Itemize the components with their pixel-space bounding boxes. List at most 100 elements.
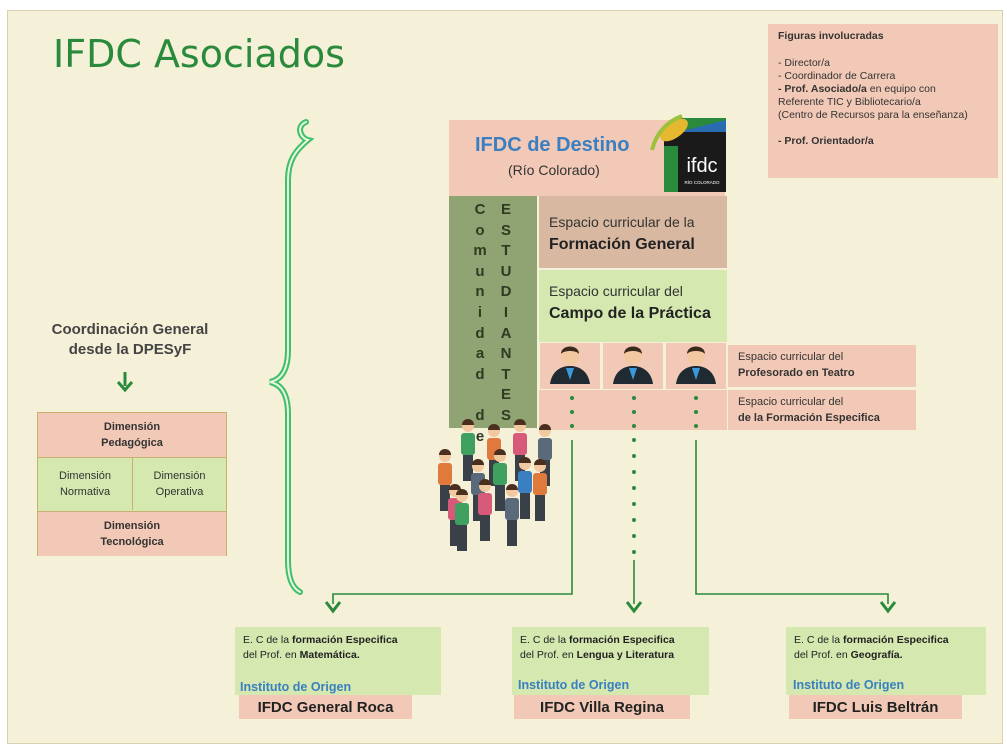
figura-item-tail: en equipo con bbox=[866, 83, 936, 95]
prof-bold: Lengua y Literatura bbox=[576, 649, 675, 661]
logo-small-text: RÍO COLORADO bbox=[684, 179, 720, 185]
dimension-tecnologica-label: Dimensión Tecnológica bbox=[100, 520, 164, 548]
campo-practica-box bbox=[539, 270, 727, 342]
vertical-letter: d bbox=[475, 406, 485, 424]
destino-title: IFDC de Destino bbox=[475, 134, 630, 156]
dimension-pedagogica: Dimensión Pedagógica bbox=[38, 413, 226, 458]
instituto-name: IFDC Villa Regina bbox=[514, 695, 690, 719]
vertical-letter: m bbox=[473, 242, 487, 260]
formacion-general-box bbox=[539, 196, 727, 268]
vertical-letter: S bbox=[500, 221, 511, 239]
dimension-operativa: Dimensión Operativa bbox=[133, 458, 226, 510]
dotted-connectors bbox=[570, 396, 698, 554]
dimension-normativa: Dimensión Normativa bbox=[38, 458, 133, 510]
logo-text: ifdc bbox=[686, 155, 717, 177]
figura-item: (Centro de Recursos para la enseñanza) bbox=[778, 109, 968, 121]
prof-bold: Geografía. bbox=[850, 649, 903, 661]
professor-icon bbox=[550, 346, 590, 384]
ifdc-logo: ifdc RÍO COLORADO bbox=[650, 114, 726, 192]
instituto-origen-label: Instituto de Origen bbox=[240, 680, 352, 694]
origen-prof: del Prof. en Lengua y Literatura bbox=[520, 648, 674, 663]
origen-ec: E. C de la formación Especifica bbox=[243, 633, 398, 648]
cp-line1: Espacio curricular del bbox=[549, 283, 683, 299]
origen-prof: del Prof. en Geografía. bbox=[794, 648, 903, 663]
instituto-name: IFDC General Roca bbox=[239, 695, 412, 719]
origen-ec: E. C de la formación Especifica bbox=[794, 633, 949, 648]
dimensiones-grid: Dimensión Pedagógica Dimensión Normativa… bbox=[37, 412, 227, 556]
fg-line1: Espacio curricular de la bbox=[549, 214, 695, 230]
ec-bold: formación Especifica bbox=[843, 634, 949, 646]
student-figure bbox=[438, 449, 452, 511]
formacion-especifica-box bbox=[728, 390, 916, 430]
ec-prefix: E. C de la bbox=[520, 634, 570, 646]
vertical-letter: i bbox=[477, 303, 483, 321]
down-arrow-icon bbox=[324, 601, 342, 614]
student-figure bbox=[533, 459, 547, 521]
vertical-letter: N bbox=[500, 345, 512, 363]
student-figure bbox=[505, 484, 519, 546]
dimension-tecnologica: Dimensión Tecnológica bbox=[38, 511, 226, 556]
prof-bold: Matemática. bbox=[299, 649, 360, 661]
coord-down-arrow-icon bbox=[116, 372, 134, 393]
fg-line2: Formación General bbox=[549, 236, 695, 253]
slide-title: IFDC Asociados bbox=[53, 32, 345, 76]
origen-box bbox=[786, 627, 986, 695]
vertical-letter: d bbox=[475, 365, 485, 383]
ec-bold: formación Especifica bbox=[569, 634, 675, 646]
vertical-letter: E bbox=[500, 386, 511, 404]
vertical-letter: u bbox=[475, 262, 485, 280]
vertical-letter: A bbox=[500, 324, 512, 342]
student-figure bbox=[478, 479, 492, 541]
ec-bold: formación Especifica bbox=[292, 634, 398, 646]
figura-item-combined: - Prof. Asociado/a en equipo con bbox=[778, 83, 998, 96]
teatro-line1: Espacio curricular del bbox=[738, 351, 844, 363]
figura-item: - Director/a bbox=[778, 57, 830, 69]
vertical-letter: o bbox=[475, 221, 485, 239]
student-figure bbox=[513, 419, 527, 481]
comunidad-estudiantes-box bbox=[449, 196, 537, 428]
down-arrow-icon bbox=[625, 601, 643, 614]
connector-right bbox=[695, 440, 889, 604]
vertical-letter: d bbox=[475, 324, 485, 342]
prof-prefix: del Prof. en bbox=[794, 649, 851, 661]
connector-left bbox=[332, 440, 573, 604]
figura-item: - Coordinador de Carrera bbox=[778, 70, 896, 82]
ec-prefix: E. C de la bbox=[794, 634, 844, 646]
curly-brace-highlight bbox=[269, 121, 311, 593]
vertical-letter: e bbox=[475, 427, 485, 445]
figuras-heading: Figuras involucradas bbox=[778, 30, 884, 42]
fe-line2: de la Formación Especifica bbox=[738, 412, 880, 424]
coordinacion-general: Coordinación General desde la DPESyF bbox=[30, 320, 230, 360]
vertical-letter: n bbox=[475, 283, 485, 301]
vertical-letter: D bbox=[500, 283, 512, 301]
dimension-pedagogica-label: Dimensión Pedagógica bbox=[101, 421, 163, 449]
vertical-letter: E bbox=[500, 201, 511, 218]
vertical-letter: I bbox=[503, 303, 509, 321]
student-figure bbox=[455, 489, 469, 551]
origen-box bbox=[512, 627, 709, 695]
teatro-box bbox=[728, 345, 916, 387]
origen-prof: del Prof. en Matemática. bbox=[243, 648, 360, 663]
prof-prefix: del Prof. en bbox=[520, 649, 577, 661]
professor-icon bbox=[613, 346, 653, 384]
dimension-operativa-label: Dimensión Operativa bbox=[153, 470, 206, 498]
student-figure bbox=[461, 419, 475, 481]
professor-icon bbox=[676, 346, 716, 384]
instituto-name: IFDC Luis Beltrán bbox=[789, 695, 962, 719]
figura-item: Referente TIC y Bibliotecario/a bbox=[778, 96, 921, 108]
vertical-letter: a bbox=[475, 345, 485, 363]
instituto-origen-label: Instituto de Origen bbox=[518, 678, 630, 692]
student-figure bbox=[518, 457, 532, 519]
coord-line2: desde la DPESyF bbox=[68, 341, 192, 358]
ec-prefix: E. C de la bbox=[243, 634, 293, 646]
instituto-origen-label: Instituto de Origen bbox=[793, 678, 905, 692]
vertical-letter: U bbox=[500, 262, 512, 280]
down-arrow-icon bbox=[879, 601, 897, 614]
student-figure bbox=[493, 449, 507, 511]
destino-subtitle: (Río Colorado) bbox=[508, 162, 600, 178]
vertical-letter: T bbox=[501, 365, 511, 383]
